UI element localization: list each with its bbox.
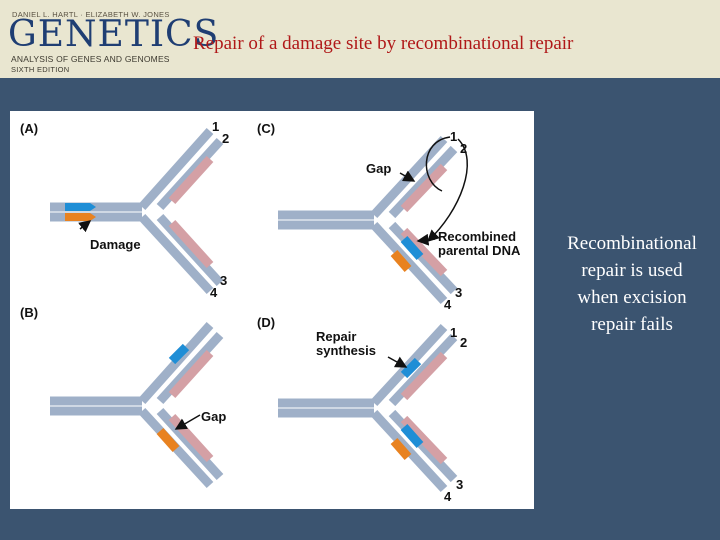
repair-diagram: (A) Damage 1 2 3 4 (B) Gap: [20, 119, 521, 504]
gap-label-b: Gap: [201, 409, 226, 424]
strand-number-2: 2: [222, 131, 229, 146]
recombined-orange: [390, 250, 412, 272]
caption-line: repair fails: [591, 314, 673, 335]
svg-text:1: 1: [450, 129, 457, 144]
damage-blue: [65, 203, 96, 211]
svg-text:4: 4: [444, 297, 452, 312]
strand-number-3: 3: [220, 273, 227, 288]
caption-line: Recombinational: [567, 233, 697, 254]
damage-label: Damage: [90, 237, 141, 252]
panel-c-label: (C): [257, 121, 275, 136]
recombined-label: Recombined: [438, 229, 516, 244]
recombinational-repair-figure: (A) Damage 1 2 3 4 (B) Gap: [10, 111, 534, 509]
logo-brand: GENETICS: [8, 14, 220, 55]
slide-header: DANIEL L. HARTL · ELIZABETH W. JONES GEN…: [0, 0, 720, 78]
logo-subtitle: ANALYSIS OF GENES AND GENOMES: [11, 54, 170, 64]
logo-authors: DANIEL L. HARTL · ELIZABETH W. JONES: [12, 10, 170, 19]
svg-text:3: 3: [455, 285, 462, 300]
slide-title: Repair of a damage site by recombination…: [193, 33, 574, 54]
strand-number-4: 4: [210, 285, 218, 300]
panel-b: (B) Gap: [20, 305, 226, 489]
damage-orange: [65, 213, 96, 221]
svg-text:1: 1: [450, 325, 457, 340]
repair-label: Repair: [316, 329, 356, 344]
strand-number-1: 1: [212, 119, 219, 134]
slide-caption: Recombinational repair is used when exci…: [540, 230, 720, 338]
synthesis-label: synthesis: [316, 343, 376, 358]
caption-line: when excision: [577, 287, 687, 308]
svg-text:4: 4: [444, 489, 452, 504]
panel-a: (A) Damage 1 2 3 4: [20, 119, 229, 300]
svg-text:2: 2: [460, 141, 467, 156]
new-strand-2: [168, 155, 214, 205]
damage-orange-b: [156, 428, 180, 452]
gap-label-c: Gap: [366, 161, 391, 176]
strand-1-upper: [138, 127, 214, 211]
panel-a-label: (A): [20, 121, 38, 136]
panel-d: (D) Repair synthesis 1 2 3 4: [257, 315, 467, 504]
genetics-logo: DANIEL L. HARTL · ELIZABETH W. JONES GEN…: [8, 4, 218, 74]
svg-text:3: 3: [456, 477, 463, 492]
new-strand-3: [168, 219, 214, 269]
panel-d-label: (D): [257, 315, 275, 330]
svg-text:2: 2: [460, 335, 467, 350]
parental-dna-label: parental DNA: [438, 243, 521, 258]
recombined-blue: [400, 236, 424, 260]
strand-4-lower: [138, 213, 214, 295]
damage-blue-b: [168, 343, 190, 365]
panel-b-label: (B): [20, 305, 38, 320]
panel-c: (C) Gap Recombined parental DNA 1 2 3 4: [257, 121, 521, 312]
logo-edition: SIXTH EDITION: [11, 65, 70, 74]
caption-line: repair is used: [581, 260, 683, 281]
